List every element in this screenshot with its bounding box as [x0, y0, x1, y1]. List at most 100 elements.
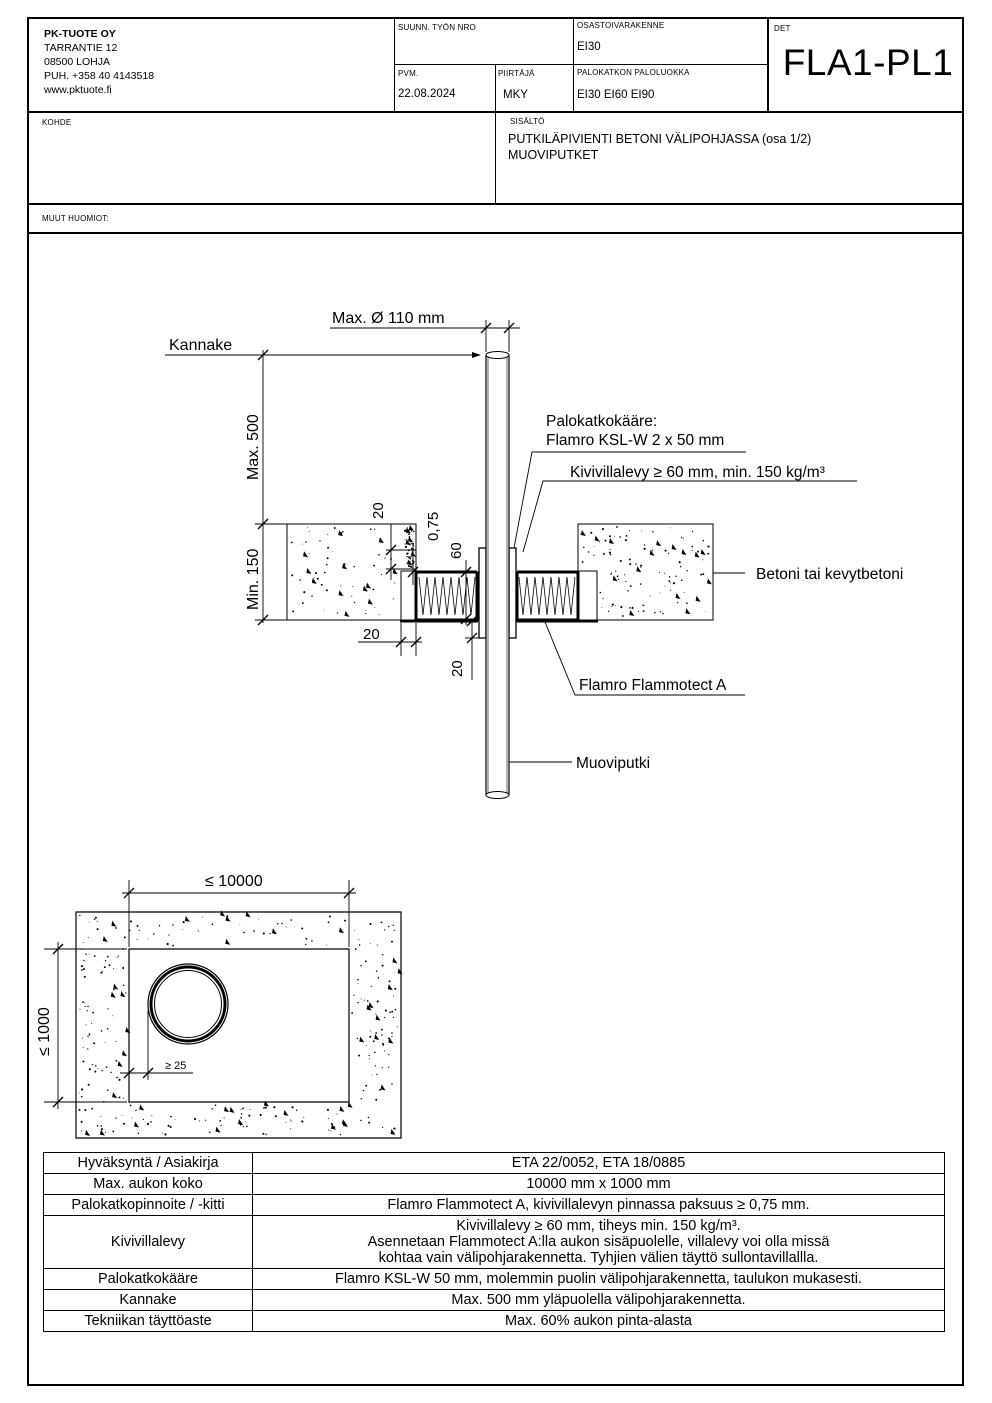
aggregate-dot: [374, 1051, 376, 1054]
aggregate-dot: [340, 585, 342, 587]
concrete-aggregate: [290, 524, 712, 617]
stonewool-board-right: [516, 572, 578, 620]
aggregate-dot: [628, 558, 631, 561]
aggregate-dot: [628, 530, 630, 532]
aggregate-dot: [100, 1125, 103, 1127]
aggregate-dot: [291, 1120, 293, 1122]
aggregate-dot: [593, 546, 595, 548]
spec-table: Hyväksyntä / Asiakirja ETA 22/0052, ETA …: [43, 1152, 945, 1332]
aggregate-dot: [702, 573, 705, 576]
aggregate-dot: [364, 960, 367, 963]
aggregate-dot: [259, 1113, 262, 1117]
aggregate-dot: [309, 531, 311, 533]
aggregate-dot: [620, 606, 623, 609]
dim-075: 0,75: [425, 512, 442, 541]
aggregate-stone: [656, 540, 662, 547]
aggregate-stone: [612, 575, 618, 582]
aggregate-dot: [368, 1058, 370, 1060]
content-line-2: MUOVIPUTKET: [508, 148, 599, 162]
aggregate-dot: [220, 1124, 222, 1126]
aggregate-dot: [103, 966, 106, 969]
dim-pipe-diameter: [330, 320, 520, 352]
aggregate-dot: [669, 582, 671, 584]
aggregate-dot: [112, 1130, 115, 1133]
section-drawing: Max. Ø 110 mm Kannake Max. 500 Min. 150: [165, 310, 903, 799]
aggregate-dot: [609, 548, 611, 550]
aggregate-dot: [243, 931, 245, 934]
stonewool-board-left: [416, 572, 478, 620]
aggregate-dot: [325, 589, 328, 592]
aggregate-dot: [101, 1070, 103, 1072]
fire-class-value: EI30 EI60 EI90: [577, 89, 655, 101]
aggregate-stone: [338, 530, 344, 537]
aggregate-dot: [95, 1065, 97, 1067]
aggregate-dot: [376, 944, 378, 946]
aggregate-stone: [675, 592, 681, 599]
spec-value: Max. 60% aukon pinta-alasta: [252, 1310, 945, 1332]
aggregate-dot: [87, 1005, 89, 1008]
aggregate-stone: [225, 915, 231, 922]
concrete-slab-right: [577, 523, 714, 621]
aggregate-dot: [198, 1120, 200, 1122]
aggregate-dot: [96, 920, 98, 922]
spec-value: 10000 mm x 1000 mm: [252, 1173, 945, 1195]
table-row: Max. aukon koko 10000 mm x 1000 mm: [43, 1173, 945, 1195]
plan-dim-width: [122, 880, 356, 947]
aggregate-dot: [104, 960, 107, 962]
aggregate-dot: [92, 1011, 95, 1014]
aggregate-dot: [611, 572, 613, 574]
aggregate-dot: [664, 572, 666, 574]
aggregate-dot: [381, 921, 383, 923]
aggregate-dot: [146, 1122, 150, 1126]
aggregate-dot: [82, 1001, 84, 1003]
spec-value: ETA 22/0052, ETA 18/0885: [252, 1152, 945, 1174]
aggregate-dot: [705, 610, 707, 612]
aggregate-dot: [110, 1071, 112, 1074]
aggregate-stone: [341, 1119, 347, 1126]
aggregate-dot: [301, 1120, 304, 1123]
aggregate-dot: [360, 964, 362, 967]
aggregate-dot: [668, 576, 671, 578]
aggregate-dot: [223, 1117, 225, 1119]
aggregate-dot: [625, 580, 627, 583]
aggregate-dot: [336, 1113, 338, 1115]
aggregate-stone: [245, 911, 251, 918]
aggregate-dot: [358, 944, 361, 946]
aggregate-dot: [104, 1041, 106, 1043]
aggregate-dot: [326, 1108, 330, 1111]
plastic-pipe: [485, 351, 510, 799]
company-name: PK-TUOTE OY: [44, 28, 116, 40]
aggregate-dot: [582, 546, 585, 549]
aggregate-dot: [342, 530, 344, 533]
aggregate-dot: [602, 598, 604, 600]
aggregate-dot: [408, 535, 411, 538]
aggregate-dot: [327, 533, 329, 535]
aggregate-dot: [158, 925, 161, 927]
aggregate-dot: [611, 605, 613, 607]
aggregate-dot: [387, 925, 390, 928]
aggregate-dot: [372, 588, 375, 591]
aggregate-dot: [106, 955, 109, 958]
aggregate-dot: [411, 529, 413, 531]
aggregate-dot: [249, 1109, 251, 1110]
titleblock-divider: [573, 17, 574, 112]
aggregate-stone: [380, 1084, 386, 1091]
aggregate-dot: [664, 549, 667, 552]
aggregate-dot: [286, 926, 288, 928]
aggregate-dot: [84, 1005, 86, 1008]
aggregate-dot: [675, 575, 677, 578]
aggregate-dot: [369, 1035, 372, 1038]
aggregate-dot: [408, 531, 411, 534]
aggregate-dot: [391, 1035, 393, 1038]
aggregate-dot: [100, 1116, 102, 1118]
aggregate-dot: [289, 1128, 291, 1130]
aggregate-dot: [93, 1042, 96, 1045]
aggregate-dot: [631, 607, 634, 610]
spec-value-line: kohtaa vain välipohjarakennetta. Tyhjien…: [378, 1250, 819, 1266]
aggregate-dot: [93, 955, 96, 958]
aggregate-dot: [276, 922, 279, 925]
aggregate-dot: [409, 557, 412, 560]
aggregate-dot: [374, 528, 376, 530]
aggregate-dot: [412, 542, 415, 545]
aggregate-dot: [393, 929, 395, 931]
